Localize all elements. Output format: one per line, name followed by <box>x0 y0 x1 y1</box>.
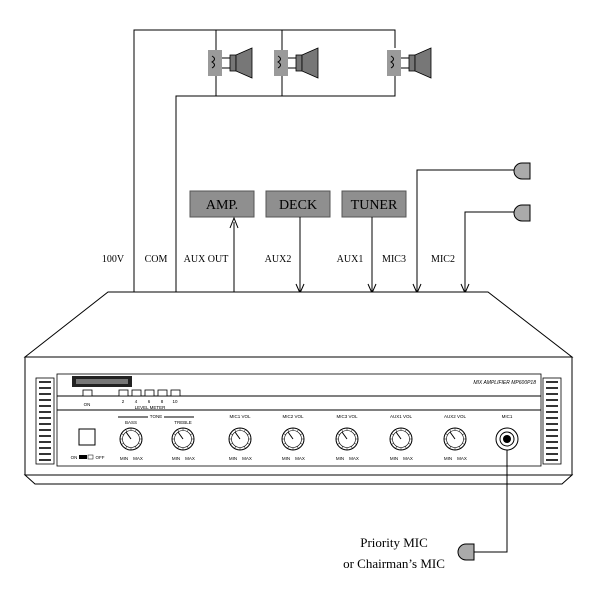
mic2-line <box>460 211 515 295</box>
mic1-jack-label: MIC1 <box>502 414 513 419</box>
amp-box: AMP. <box>189 190 255 218</box>
power-led <box>82 389 93 397</box>
tuner-box: TUNER <box>341 190 407 218</box>
aux1-vol-min-label: MIN <box>390 456 398 461</box>
mic1-vol-min-label: MIN <box>229 456 237 461</box>
label-100v: 100V <box>102 254 125 265</box>
label-mic2: MIC2 <box>431 254 455 265</box>
mic1-jack[interactable] <box>495 427 519 451</box>
mic1-vol-knob[interactable] <box>228 427 252 451</box>
speaker-wiring <box>133 29 396 292</box>
tone-label: TONE <box>150 414 162 419</box>
aux1-line <box>367 217 377 295</box>
power-off-label: OFF <box>96 455 105 460</box>
right-vent <box>546 381 558 461</box>
amp-label: AMP. <box>206 198 238 213</box>
speaker-2-icon <box>274 47 319 79</box>
speaker-1-icon <box>208 47 253 79</box>
level-tick-2: 2 <box>122 399 125 404</box>
mic3-vol-label: MIC3 VOL <box>336 414 358 419</box>
treble-knob[interactable] <box>171 427 195 451</box>
tuner-label: TUNER <box>351 198 398 213</box>
mic2-icon <box>513 204 531 222</box>
bass-label: BASS <box>125 420 137 425</box>
label-com: COM <box>145 254 168 265</box>
deck-box: DECK <box>265 190 331 218</box>
mic3-vol-max-label: MAX <box>349 456 359 461</box>
treble-max-label: MAX <box>185 456 195 461</box>
volume-knobs: MIN MAX MIN MAX MIN MAX MIN MAX MIN MAX MIN MAX MIN M… <box>119 427 467 461</box>
mic1-vol-label: MIC1 VOL <box>229 414 251 419</box>
mic3-line <box>412 169 515 295</box>
caption-line-2: or Chairman’s MIC <box>343 556 445 571</box>
aux2-vol-knob[interactable] <box>443 427 467 451</box>
aux-out-line <box>229 216 239 292</box>
deck-label: DECK <box>279 198 317 213</box>
power-switch-legend: ON OFF <box>71 454 105 460</box>
label-mic3: MIC3 <box>382 254 406 265</box>
aux1-vol-knob[interactable] <box>389 427 413 451</box>
model-label: MIX AMPLIFIER MP600P18 <box>473 380 536 386</box>
mic3-vol-knob[interactable] <box>335 427 359 451</box>
bass-min-label: MIN <box>120 456 128 461</box>
bass-max-label: MAX <box>133 456 143 461</box>
label-aux2: AUX2 <box>265 254 292 265</box>
aux2-vol-max-label: MAX <box>457 456 467 461</box>
mic2-vol-label: MIC2 VOL <box>282 414 304 419</box>
priority-mic-icon <box>457 543 475 561</box>
power-switch[interactable] <box>78 428 96 446</box>
mic2-vol-knob[interactable] <box>281 427 305 451</box>
treble-label: TREBLE <box>174 420 192 425</box>
level-tick-6: 6 <box>148 399 151 404</box>
priority-mic-line <box>474 450 508 553</box>
brand-logo <box>72 376 132 387</box>
bass-knob[interactable] <box>119 427 143 451</box>
label-aux-out: AUX OUT <box>184 254 229 265</box>
mic2-vol-max-label: MAX <box>295 456 305 461</box>
mic3-vol-min-label: MIN <box>336 456 344 461</box>
aux1-vol-max-label: MAX <box>403 456 413 461</box>
level-tick-4: 4 <box>135 399 138 404</box>
level-meter <box>118 389 181 397</box>
aux2-vol-min-label: MIN <box>444 456 452 461</box>
mic1-vol-max-label: MAX <box>242 456 252 461</box>
level-tick-8: 8 <box>161 399 164 404</box>
label-aux1: AUX1 <box>337 254 364 265</box>
aux2-line <box>295 217 305 295</box>
power-on-label: ON <box>71 455 78 460</box>
left-vent <box>39 381 51 461</box>
mic2-vol-min-label: MIN <box>282 456 290 461</box>
speaker-3-icon <box>387 47 432 79</box>
treble-min-label: MIN <box>172 456 180 461</box>
on-label: ON <box>84 402 91 407</box>
level-tick-10: 10 <box>172 399 178 404</box>
mic3-icon <box>513 162 531 180</box>
level-meter-label: LEVEL METER <box>135 405 167 410</box>
aux2-vol-label: AUX2 VOL <box>444 414 467 419</box>
caption-line-1: Priority MIC <box>360 535 428 550</box>
aux1-vol-label: AUX1 VOL <box>390 414 413 419</box>
